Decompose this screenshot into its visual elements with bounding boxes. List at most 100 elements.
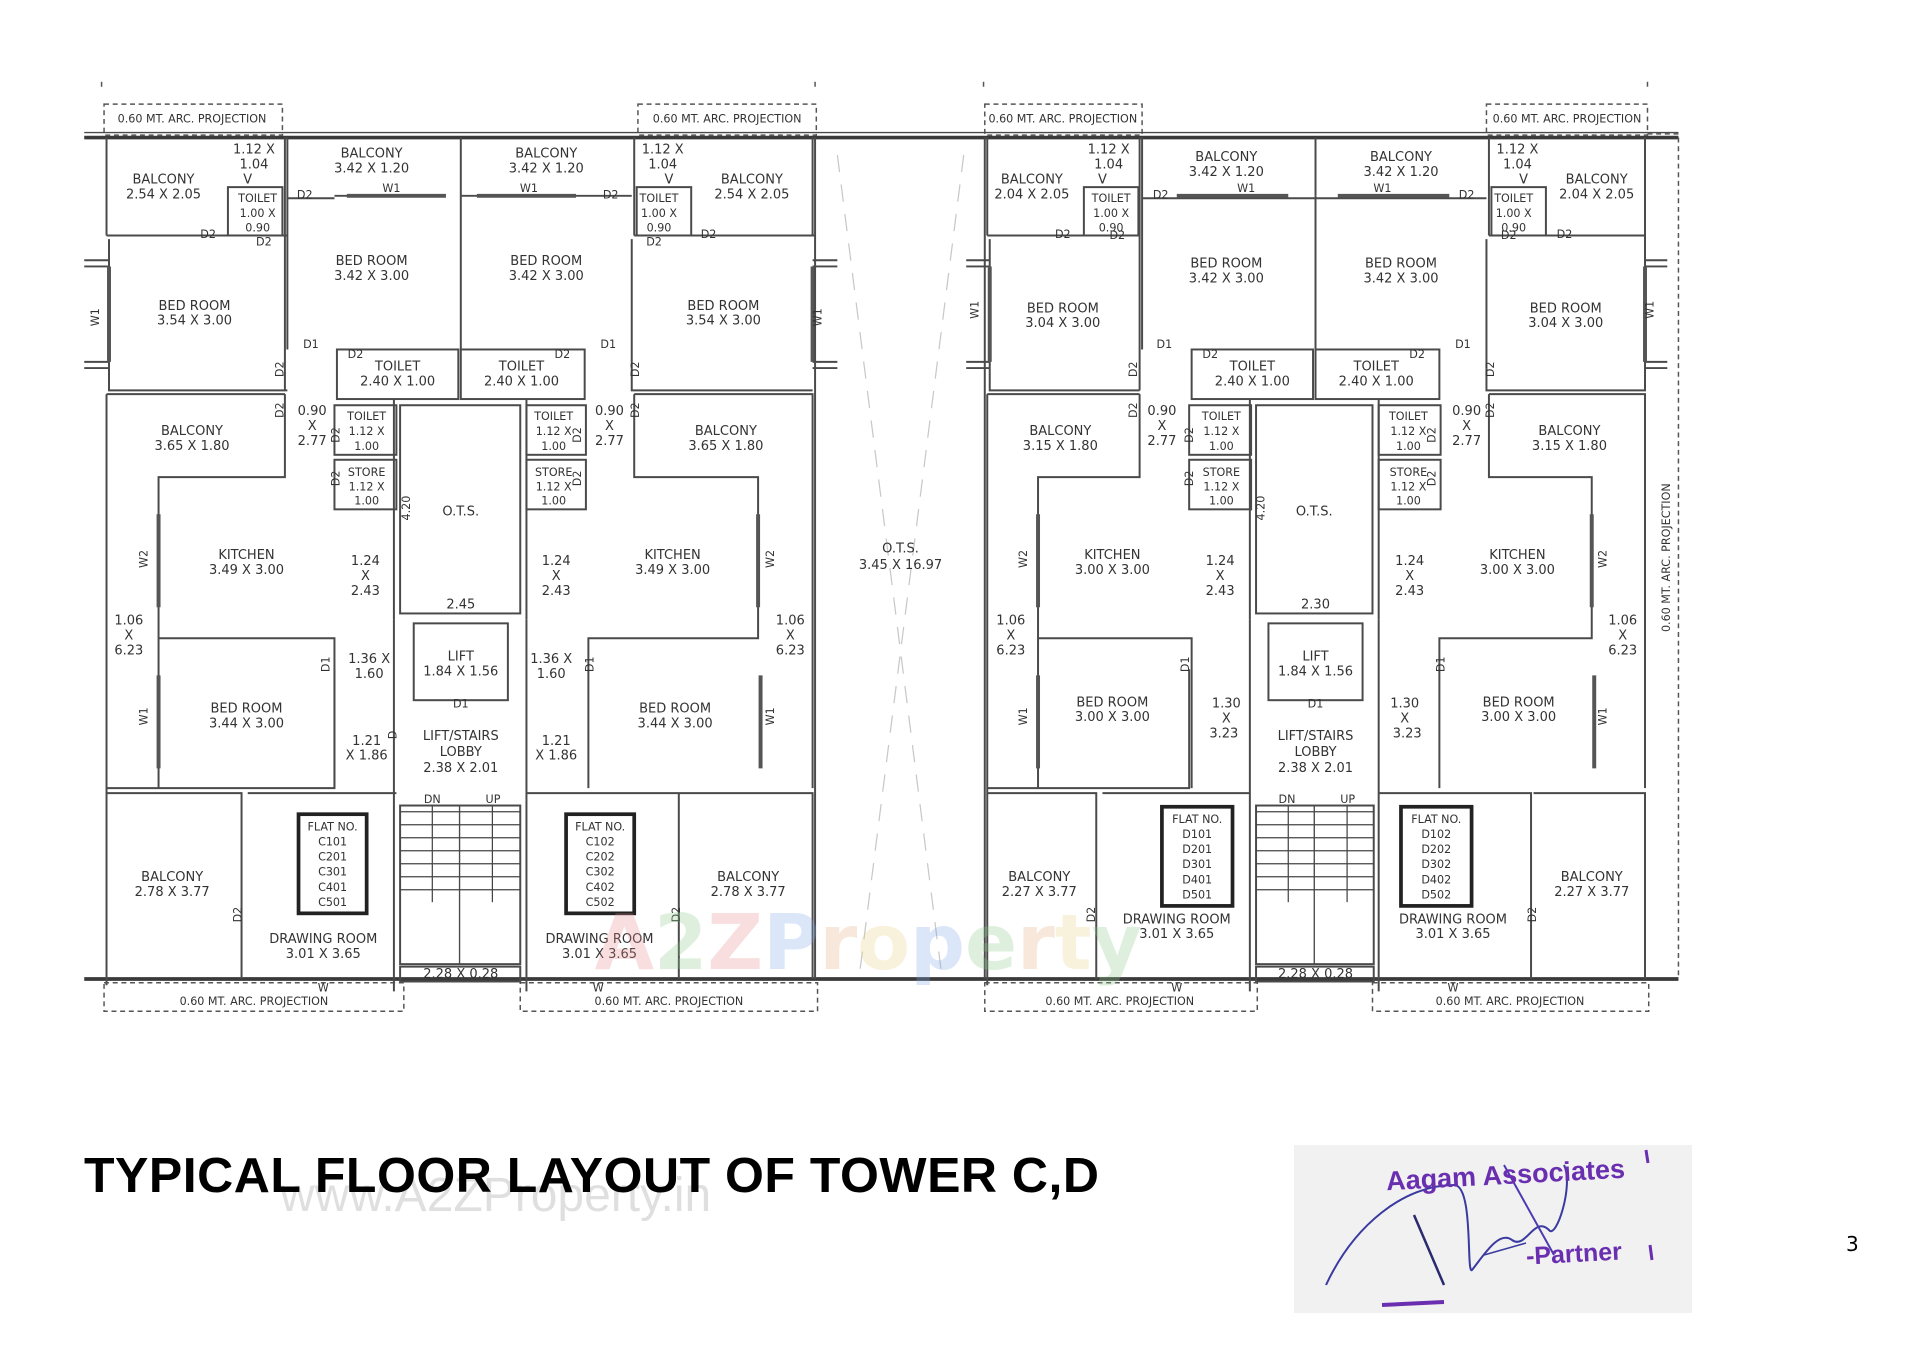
watermark-url: www.A2ZProperty.in [280,1169,712,1222]
room-label: 3.00 X 3.00 [1075,710,1150,725]
room-label: BED ROOM [211,702,283,717]
room-label: X [1618,628,1627,643]
room-label: 0.90 [1099,222,1124,235]
room-label: BED ROOM [510,254,582,269]
room-label: D1 [1455,338,1471,351]
room-label: 1.00 X [641,207,677,220]
room-label: LOBBY [440,745,482,760]
room-label: X [1222,711,1231,726]
room-label: D2 [1409,348,1425,361]
vertical-label: D1 [1179,656,1192,672]
watermark-letter: o [857,899,910,988]
room-label: 1.36 X [348,652,390,667]
room-label: TOILET [1388,410,1428,423]
room-label: D2 [555,348,571,361]
room-label: X [1462,419,1471,434]
room-label: 3.44 X 3.00 [209,716,284,731]
room-label: BALCONY [1029,424,1091,439]
room-label: 3.42 X 1.20 [334,161,409,176]
room-label: 1.60 [537,667,566,682]
room-label: 1.36 X [530,652,572,667]
room-label: KITCHEN [218,548,274,563]
room-label: TOILET [237,192,277,205]
room-label: 3.42 X 3.00 [334,269,409,284]
room-label: D2 [603,188,619,201]
room-label: 1.00 [1209,440,1234,453]
room-label: D2 [1055,228,1071,241]
plan-walls [84,81,1680,1012]
room-label: 3.15 X 1.80 [1532,439,1607,454]
vertical-label: D2 [1526,907,1539,923]
room-label: 2.27 X 3.77 [1554,885,1629,900]
room-label: 2.45 [446,597,475,612]
watermark-letter: Z [707,899,763,988]
room-label: W1 [382,182,400,195]
room-label: D2 [200,228,216,241]
room-label: 1.30 [1390,697,1419,712]
vertical-label: W1 [764,707,777,725]
room-label: 2.77 [298,434,327,449]
room-label: 1.12 X [349,425,385,438]
flat-number: C301 [318,866,347,879]
room-label: 2.54 X 2.05 [126,187,201,202]
watermark-letter: e [965,899,1017,988]
vertical-label: W1 [1017,707,1030,725]
room-label: BED ROOM [1365,257,1437,272]
room-label: 3.44 X 3.00 [638,716,713,731]
room-label: D2 [1202,348,1218,361]
flat-number-box [1160,804,1235,908]
room-label: 1.00 X [1093,207,1129,220]
room-label: BALCONY [1008,870,1070,885]
flat-number: D401 [1182,873,1212,886]
room-label: BALCONY [717,870,779,885]
room-label: 6.23 [1608,643,1637,658]
room-label: STORE [535,466,572,479]
room-label: BALCONY [695,424,757,439]
room-label: 1.00 [1396,494,1421,507]
flat-number: FLAT NO. [575,820,625,833]
room-label: 1.12 X [349,481,385,494]
room-label: 1.24 [1206,554,1235,569]
room-label: 0.90 [1501,222,1526,235]
room-label: LIFT [1302,650,1328,665]
tower-c-walls [84,137,838,992]
room-label: 3.54 X 3.00 [157,314,232,329]
room-label: D2 [1501,229,1517,242]
flat-number: C401 [318,881,347,894]
watermark-logo: A2ZProperty [595,899,1142,988]
vertical-label: W2 [1017,550,1030,568]
room-label: 0.90 [647,222,672,235]
vertical-label: W1 [1644,301,1657,319]
page-title: TYPICAL FLOOR LAYOUT OF TOWER C,D [84,1149,1100,1203]
room-label: TOILET [533,410,573,423]
room-label: 0.90 [298,404,327,419]
room-label: BALCONY [1195,150,1257,165]
tower-d-walls [966,137,1668,992]
vertical-label: W2 [1597,550,1610,568]
room-label: TOILET [639,192,679,205]
room-label: 0.90 [1147,404,1176,419]
room-label: BED ROOM [1190,257,1262,272]
room-label: 1.06 [996,614,1025,629]
room-label: 1.00 X [1496,207,1532,220]
vertical-label: D2 [329,471,342,487]
room-label: STORE [1203,466,1240,479]
vertical-label: D2 [1426,471,1439,487]
watermark-letter: y [1092,899,1142,988]
watermark-letter: A [595,899,655,988]
room-label: 0.90 [1452,404,1481,419]
room-label: 1.12 X [1088,143,1130,158]
room-label: KITCHEN [1084,548,1140,563]
vertical-label: D2 [274,361,287,377]
room-label: 3.04 X 3.00 [1025,316,1100,331]
room-label: 2.27 X 3.77 [1002,885,1077,900]
room-label: 1.00 [1209,494,1234,507]
room-label: 3.23 [1209,726,1238,741]
room-label: 0.60 MT. ARC. PROJECTION [180,995,329,1008]
room-label: 2.78 X 3.77 [711,885,786,900]
room-label: BALCONY [721,172,783,187]
room-label: TOILET [1091,192,1131,205]
room-label: DN [1279,793,1296,806]
